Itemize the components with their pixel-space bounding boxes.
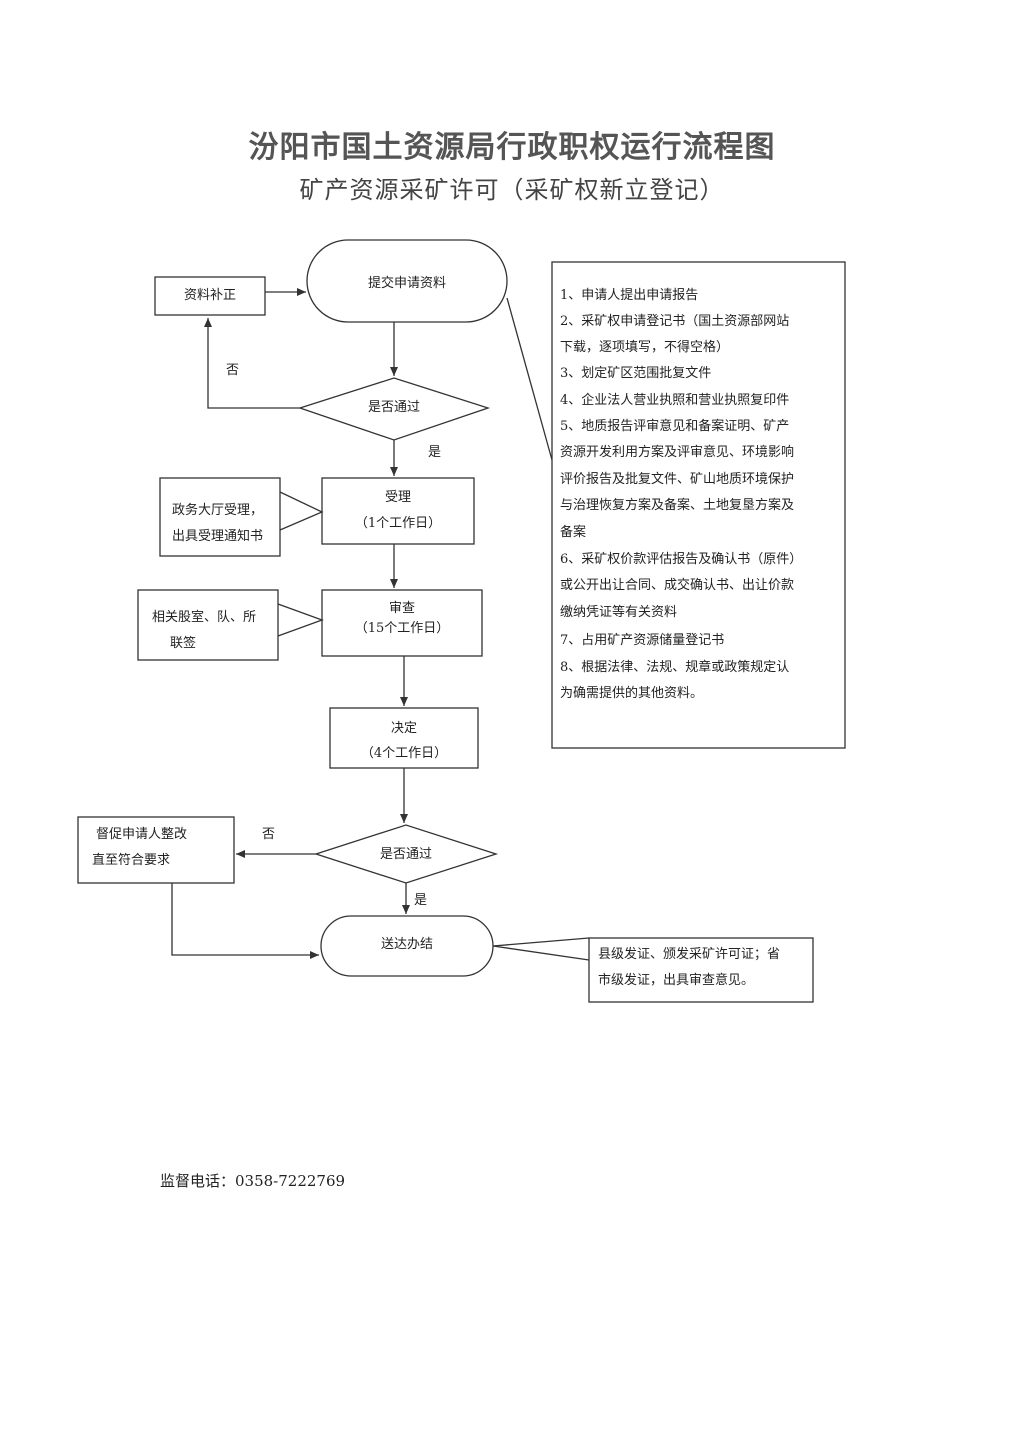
- review-note-line1: 相关股室、队、所: [152, 610, 257, 625]
- page-title: 汾阳市国土资源局行政职权运行流程图: [248, 130, 776, 165]
- deliver-label: 送达办结: [380, 937, 433, 952]
- materials-item: 6、采矿权价款评估报告及确认书（原件）: [560, 552, 803, 567]
- no-label-1: 否: [226, 363, 240, 378]
- deliver-note-line2: 市级发证，出具审查意见。: [598, 973, 755, 988]
- review-box: [321, 589, 483, 657]
- review-note-line2: 联签: [170, 636, 197, 651]
- accept-note-box: [159, 477, 281, 557]
- rectify-line2: 直至符合要求: [92, 853, 171, 868]
- decision1-label: 是否通过: [367, 400, 420, 415]
- accept-note-line1: 政务大厅受理，: [172, 503, 264, 518]
- materials-item: 与治理恢复方案及备案、土地复垦方案及: [560, 498, 795, 513]
- materials-item: 评价报告及批复文件、矿山地质环境保护: [560, 472, 795, 487]
- deliver-note-box: [588, 937, 814, 1003]
- start-label: 提交申请资料: [367, 276, 446, 291]
- review-title: 审查: [388, 601, 415, 616]
- review-days: （15个工作日）: [354, 621, 450, 636]
- page-subtitle: 矿产资源采矿许可（采矿权新立登记）: [299, 176, 725, 204]
- decision2-label: 是否通过: [379, 847, 432, 862]
- materials-item: 2、采矿权申请登记书（国土资源部网站: [560, 314, 790, 329]
- supplement-label: 资料补正: [183, 288, 236, 303]
- materials-item: 缴纳凭证等有关资料: [560, 605, 678, 620]
- materials-item: 7、占用矿产资源储量登记书: [560, 633, 725, 648]
- rectify-box: [77, 816, 235, 884]
- materials-item: 4、企业法人营业执照和营业执照复印件: [560, 393, 790, 408]
- deliver-note-line1: 县级发证、颁发采矿许可证；省: [598, 947, 781, 962]
- materials-item: 5、地质报告评审意见和备案证明、矿产: [560, 419, 790, 434]
- accept-note-line2: 出具受理通知书: [172, 529, 264, 544]
- accept-days: （1个工作日）: [354, 516, 442, 531]
- materials-box: [551, 261, 846, 749]
- review-note-box: [137, 589, 279, 661]
- materials-item: 3、划定矿区范围批复文件: [560, 366, 712, 381]
- materials-item: 为确需提供的其他资料。: [560, 686, 704, 701]
- materials-item: 8、根据法律、法规、规章或政策规定认: [560, 660, 790, 675]
- start-terminal: [306, 239, 508, 323]
- decide-title: 决定: [390, 721, 417, 736]
- materials-item: 备案: [560, 525, 587, 540]
- supplement-box: [154, 276, 266, 316]
- materials-item: 下载，逐项填写，不得空格）: [560, 340, 730, 355]
- decision2-diamond: [313, 824, 499, 884]
- materials-item: 或公开出让合同、成交确认书、出让价款: [560, 578, 795, 593]
- materials-item: 1、申请人提出申请报告: [560, 288, 699, 303]
- decide-days: （4个工作日）: [360, 746, 448, 761]
- no-label-2: 否: [262, 827, 276, 842]
- supervision-phone: 监督电话：0358-7222769: [160, 1172, 346, 1190]
- yes-label-1: 是: [428, 445, 442, 460]
- rectify-line1: 督促申请人整改: [96, 827, 188, 842]
- accept-title: 受理: [384, 490, 411, 505]
- accept-box: [321, 477, 475, 545]
- decision1-diamond: [297, 377, 491, 441]
- yes-label-2: 是: [414, 893, 428, 908]
- materials-item: 资源开发利用方案及评审意见、环境影响: [560, 445, 795, 460]
